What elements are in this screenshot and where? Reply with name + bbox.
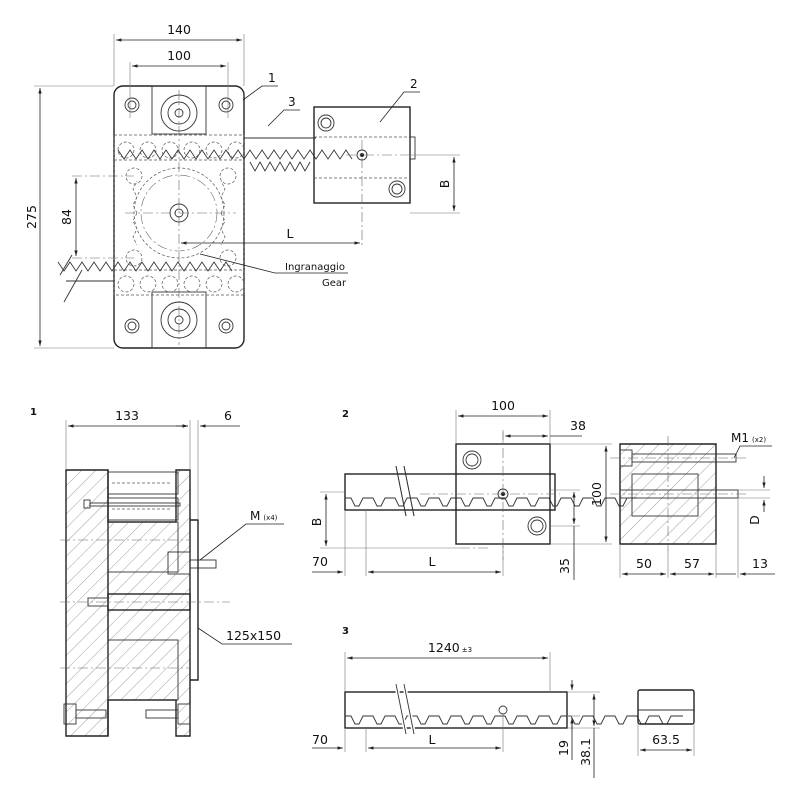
label-M1-count: (x2) — [752, 436, 766, 444]
dim-63-5: 63.5 — [652, 732, 680, 747]
callout-2: 2 — [410, 77, 418, 91]
dim-D: D — [747, 515, 762, 525]
rack-end-view — [637, 689, 695, 725]
dim-133: 133 — [115, 408, 139, 423]
dim-70-view2: 70 — [312, 554, 328, 569]
clamp-side-section — [610, 436, 748, 552]
dim-70-view3: 70 — [312, 732, 328, 747]
dim-140: 140 — [167, 22, 191, 37]
dim-275: 275 — [24, 205, 39, 229]
dim-1240-tol: ±3 — [462, 646, 472, 654]
section-body — [65, 469, 191, 737]
view-3-ref: 3 — [342, 626, 349, 637]
dim-100-top: 100 — [167, 48, 191, 63]
view-2-clamp: 2 100 38 100 B 70 L — [309, 398, 775, 580]
callout-1: 1 — [268, 71, 276, 85]
view-1-ref: 1 — [30, 407, 37, 418]
view-3-rack: 3 1240±3 70 L 19 38.1 63.5 — [312, 626, 695, 778]
label-M-text: M — [250, 509, 260, 523]
dim-100-view2: 100 — [491, 398, 515, 413]
dim-38: 38 — [570, 418, 586, 433]
clamp-block — [313, 106, 416, 248]
dim-L-top: L — [287, 226, 294, 241]
dim-6: 6 — [224, 408, 232, 423]
callout-3: 3 — [288, 95, 296, 109]
label-M: M(x4) — [250, 509, 278, 523]
dim-L-view2: L — [429, 554, 436, 569]
dim-1240-value: 1240 — [428, 640, 460, 655]
dim-38-1: 38.1 — [578, 738, 593, 766]
dim-50: 50 — [636, 556, 652, 571]
gear-label-en: Gear — [322, 278, 347, 289]
dim-B-view2: B — [309, 518, 324, 527]
dim-L-view3: L — [429, 732, 436, 747]
top-view-dimensions: 140 100 275 84 L B — [24, 22, 460, 349]
dim-1240: 1240±3 — [428, 640, 472, 655]
dim-13: 13 — [752, 556, 768, 571]
top-callouts: 1 3 2 Ingranaggio Gear — [199, 71, 420, 289]
dim-125x150: 125x150 — [226, 628, 281, 643]
gear-label-it: Ingranaggio — [285, 262, 345, 273]
dim-19: 19 — [556, 740, 571, 756]
view-1-section: 1 133 6 M(x4) — [30, 407, 292, 737]
top-view: 140 100 275 84 L B 1 3 2 I — [24, 22, 460, 349]
label-M1-text: M1 — [731, 431, 749, 445]
dim-57: 57 — [684, 556, 700, 571]
dim-35: 35 — [557, 558, 572, 574]
label-M-count: (x4) — [263, 514, 277, 522]
view-2-ref: 2 — [342, 409, 349, 420]
dim-100-vert: 100 — [589, 482, 604, 506]
label-M1: M1(x2) — [731, 431, 766, 445]
dim-B-top: B — [437, 180, 452, 189]
dim-84: 84 — [59, 209, 74, 225]
